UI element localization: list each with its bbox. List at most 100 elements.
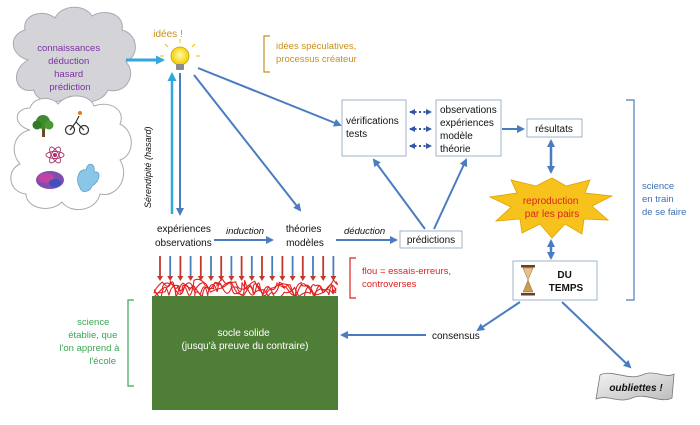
fuzz-arrow-head xyxy=(208,276,214,281)
science-in-progress-line-1: science xyxy=(642,181,674,192)
consensus-label: consensus xyxy=(432,331,480,342)
socle-line-1: socle solide xyxy=(217,328,270,339)
results-box xyxy=(526,118,583,138)
fuzz-arrow-head xyxy=(320,276,327,281)
science-in-progress-line-3: de se faire xyxy=(642,207,686,218)
scribble-stroke xyxy=(153,281,337,298)
cloud-text: connaissances déduction hasard prédictio… xyxy=(37,43,103,93)
atom-icon xyxy=(45,146,65,164)
science-in-progress-text: science en train de se faire xyxy=(642,181,686,218)
dotted-exchange-arrows xyxy=(409,109,432,149)
nebula-icon xyxy=(36,171,64,189)
idea-label: idées ! xyxy=(153,29,182,40)
fuzz-scribble xyxy=(153,278,338,299)
fuzz-arrow-head xyxy=(299,276,306,281)
science-in-progress-line-2: en train xyxy=(642,194,674,205)
scribble-stroke xyxy=(153,279,337,299)
time-line-2: TEMPS xyxy=(549,283,584,294)
fuzz-line-1: flou = essais-erreurs, xyxy=(362,266,451,277)
time-to-forgotten-arrow xyxy=(561,301,632,369)
established-line-2: établie, que xyxy=(68,330,117,341)
reproduction-text: reproduction par les pairs xyxy=(523,196,581,220)
theories-line-2: modèles xyxy=(286,238,324,249)
tree-icon xyxy=(32,115,54,137)
fuzz-arrow-head xyxy=(197,276,204,281)
hourglass-icon xyxy=(521,265,535,296)
established-text: science établie, que l'on apprend à l'éc… xyxy=(59,317,122,367)
fuzz-arrow-head xyxy=(228,276,235,281)
fuzz-arrow-head xyxy=(248,276,255,281)
idea-to-theories-arrow xyxy=(193,74,302,212)
observations-line-4: théorie xyxy=(440,144,471,155)
fuzz-line-2: controverses xyxy=(362,279,417,290)
socle-line-2: (jusqu'à preuve du contraire) xyxy=(182,341,309,352)
fuzz-arrow-head xyxy=(177,276,184,281)
time-to-consensus-arrow xyxy=(476,301,521,332)
lightbulb-icon xyxy=(160,39,200,70)
fuzz-arrow-head xyxy=(269,276,276,281)
fuzz-arrow-head xyxy=(289,276,296,281)
established-line-3: l'on apprend à xyxy=(59,343,120,354)
experiences-line-1: expériences xyxy=(157,224,211,235)
reproduction-burst xyxy=(488,177,614,239)
science-in-progress-bracket xyxy=(626,99,635,301)
experiences-line-2: observations xyxy=(155,238,212,249)
images-cloud xyxy=(10,95,132,210)
forgotten-paper xyxy=(595,372,675,401)
fuzz-bracket xyxy=(349,257,356,299)
speculative-line-1: idées spéculatives, xyxy=(276,41,356,52)
predictions-to-observations-arrow xyxy=(433,158,468,230)
time-line-1: DU xyxy=(557,270,571,281)
induction-label: induction xyxy=(226,226,264,237)
deduction-label: déduction xyxy=(344,226,385,237)
theories-line-1: théories xyxy=(286,224,322,235)
socle-text: socle solide (jusqu'à preuve du contrair… xyxy=(182,328,309,352)
theories-text: théories modèles xyxy=(286,224,324,249)
observations-text: observations expériences modèle théorie xyxy=(440,105,499,155)
fuzz-text: flou = essais-erreurs, controverses xyxy=(362,266,454,290)
idea-to-verifications-arrow xyxy=(197,67,342,127)
verifications-text: vérifications tests xyxy=(346,116,402,140)
observations-line-1: observations xyxy=(440,105,497,116)
fuzz-arrow-head xyxy=(218,276,225,281)
reproduction-line-2: par les pairs xyxy=(525,209,579,220)
predictions-to-verifications-arrow xyxy=(372,158,426,230)
predictions-label: prédictions xyxy=(407,235,455,246)
observations-line-3: modèle xyxy=(440,131,473,142)
verifications-line-2: tests xyxy=(346,129,367,140)
time-text: DU TEMPS xyxy=(549,270,584,294)
speculative-bracket xyxy=(263,35,270,73)
fuzz-arrows xyxy=(157,256,337,281)
forgotten-label: oubliettes ! xyxy=(609,383,663,394)
cloud-line-2: déduction xyxy=(48,56,89,67)
speculative-text: idées spéculatives, processus créateur xyxy=(276,41,359,65)
fuzz-arrow-head xyxy=(279,276,286,281)
experiences-text: expériences observations xyxy=(155,224,214,249)
established-line-4: l'école xyxy=(89,356,116,367)
speculative-line-2: processus créateur xyxy=(276,54,357,65)
verifications-box xyxy=(341,99,407,157)
fuzz-arrow-head xyxy=(187,276,194,281)
verifications-line-1: vérifications xyxy=(346,116,399,127)
fuzz-arrow-head xyxy=(310,276,316,281)
fuzz-arrow-head xyxy=(330,276,337,281)
fuzz-arrow-head xyxy=(238,276,245,281)
water-splash-icon xyxy=(77,163,100,192)
predictions-box xyxy=(399,230,463,249)
fuzz-arrow-head xyxy=(259,276,265,281)
cloud-line-3: hasard xyxy=(54,69,83,80)
serendipity-label: Sérendipité (hasard) xyxy=(143,126,153,208)
cloud-line-1: connaissances xyxy=(37,43,100,54)
observations-box xyxy=(435,99,502,157)
socle-block xyxy=(152,296,338,410)
fuzz-arrow-head xyxy=(167,276,174,281)
reproduction-line-1: reproduction xyxy=(523,196,579,207)
cloud-line-4: prédiction xyxy=(49,82,90,93)
results-label: résultats xyxy=(535,124,573,135)
established-bracket xyxy=(127,299,134,387)
fuzz-arrow-head xyxy=(157,276,163,281)
observations-line-2: expériences xyxy=(440,118,494,129)
established-line-1: science xyxy=(77,317,109,328)
